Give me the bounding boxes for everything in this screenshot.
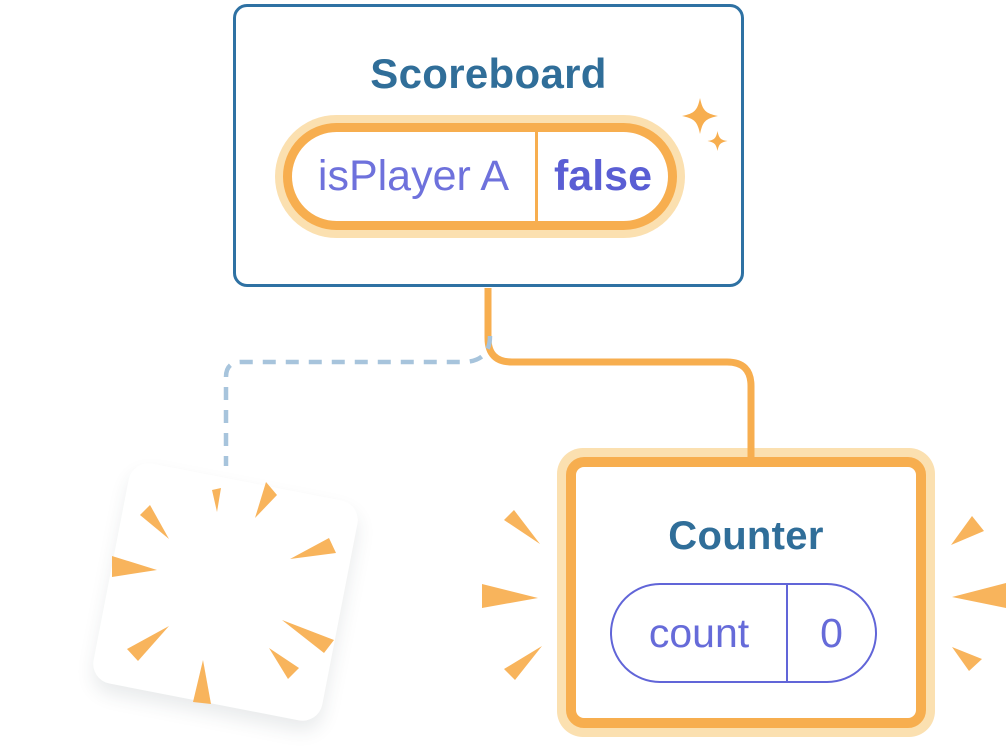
destroyed-component-card	[89, 459, 362, 725]
counter-state-name: count	[648, 609, 750, 656]
counter-state-value: 0	[786, 585, 875, 681]
emphasis-burst-right-icon	[951, 516, 1006, 671]
counter-title: Counter	[668, 514, 824, 558]
scoreboard-state-value: false	[535, 132, 668, 221]
scoreboard-title: Scoreboard	[370, 50, 607, 97]
counter-state-pill: count 0	[610, 583, 877, 683]
connector-scoreboard-to-counter-line	[484, 288, 755, 462]
scoreboard-state-pill-inner: isPlayer A false	[283, 123, 677, 230]
connector-scoreboard-to-destroyed-dashed-line	[223, 335, 493, 466]
scoreboard-state-pill: isPlayer A false	[275, 115, 685, 238]
emphasis-burst-left-icon	[482, 510, 542, 680]
scoreboard-state-name: isPlayer A	[317, 152, 510, 200]
